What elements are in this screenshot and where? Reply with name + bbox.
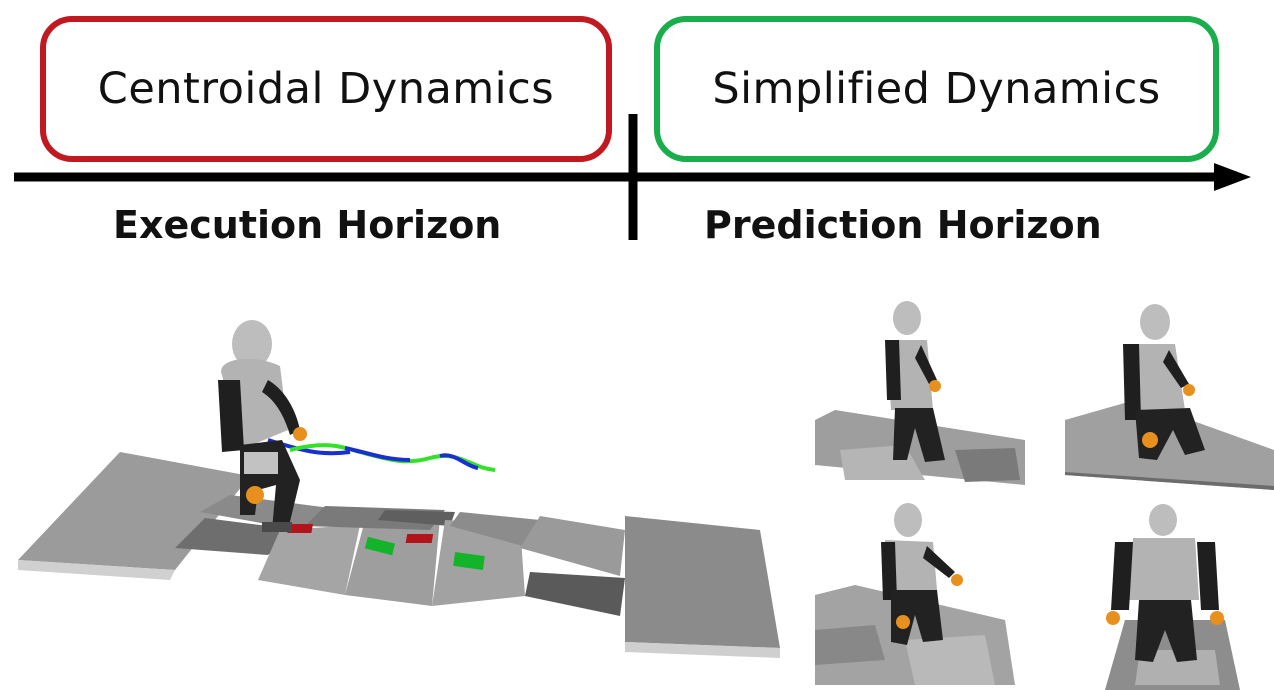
timeline-arrow <box>14 114 1251 240</box>
footstep-red <box>405 534 434 543</box>
execution-simulation-scene <box>18 320 780 658</box>
stepping-stone-terrain <box>18 452 780 658</box>
prediction-snapshot-3 <box>815 503 1015 685</box>
execution-horizon-label: Execution Horizon <box>113 203 502 247</box>
com-trajectory-segment <box>439 453 479 470</box>
simplified-dynamics-label: Simplified Dynamics <box>712 64 1161 114</box>
footstep-red <box>287 524 313 533</box>
footstep-green <box>453 551 485 571</box>
footstep-green <box>364 536 396 556</box>
centroidal-dynamics-box: Centroidal Dynamics <box>40 16 612 162</box>
prediction-horizon-label: Prediction Horizon <box>704 203 1102 247</box>
centroidal-dynamics-label: Centroidal Dynamics <box>97 64 555 114</box>
prediction-snapshot-4 <box>1105 504 1240 690</box>
prediction-snapshot-1 <box>815 301 1025 485</box>
simplified-dynamics-box: Simplified Dynamics <box>654 16 1219 162</box>
prediction-snapshot-2 <box>1065 304 1274 490</box>
humanoid-robot <box>218 320 307 532</box>
arrow-head-icon <box>1214 163 1251 191</box>
com-trajectory-segment <box>344 446 411 462</box>
